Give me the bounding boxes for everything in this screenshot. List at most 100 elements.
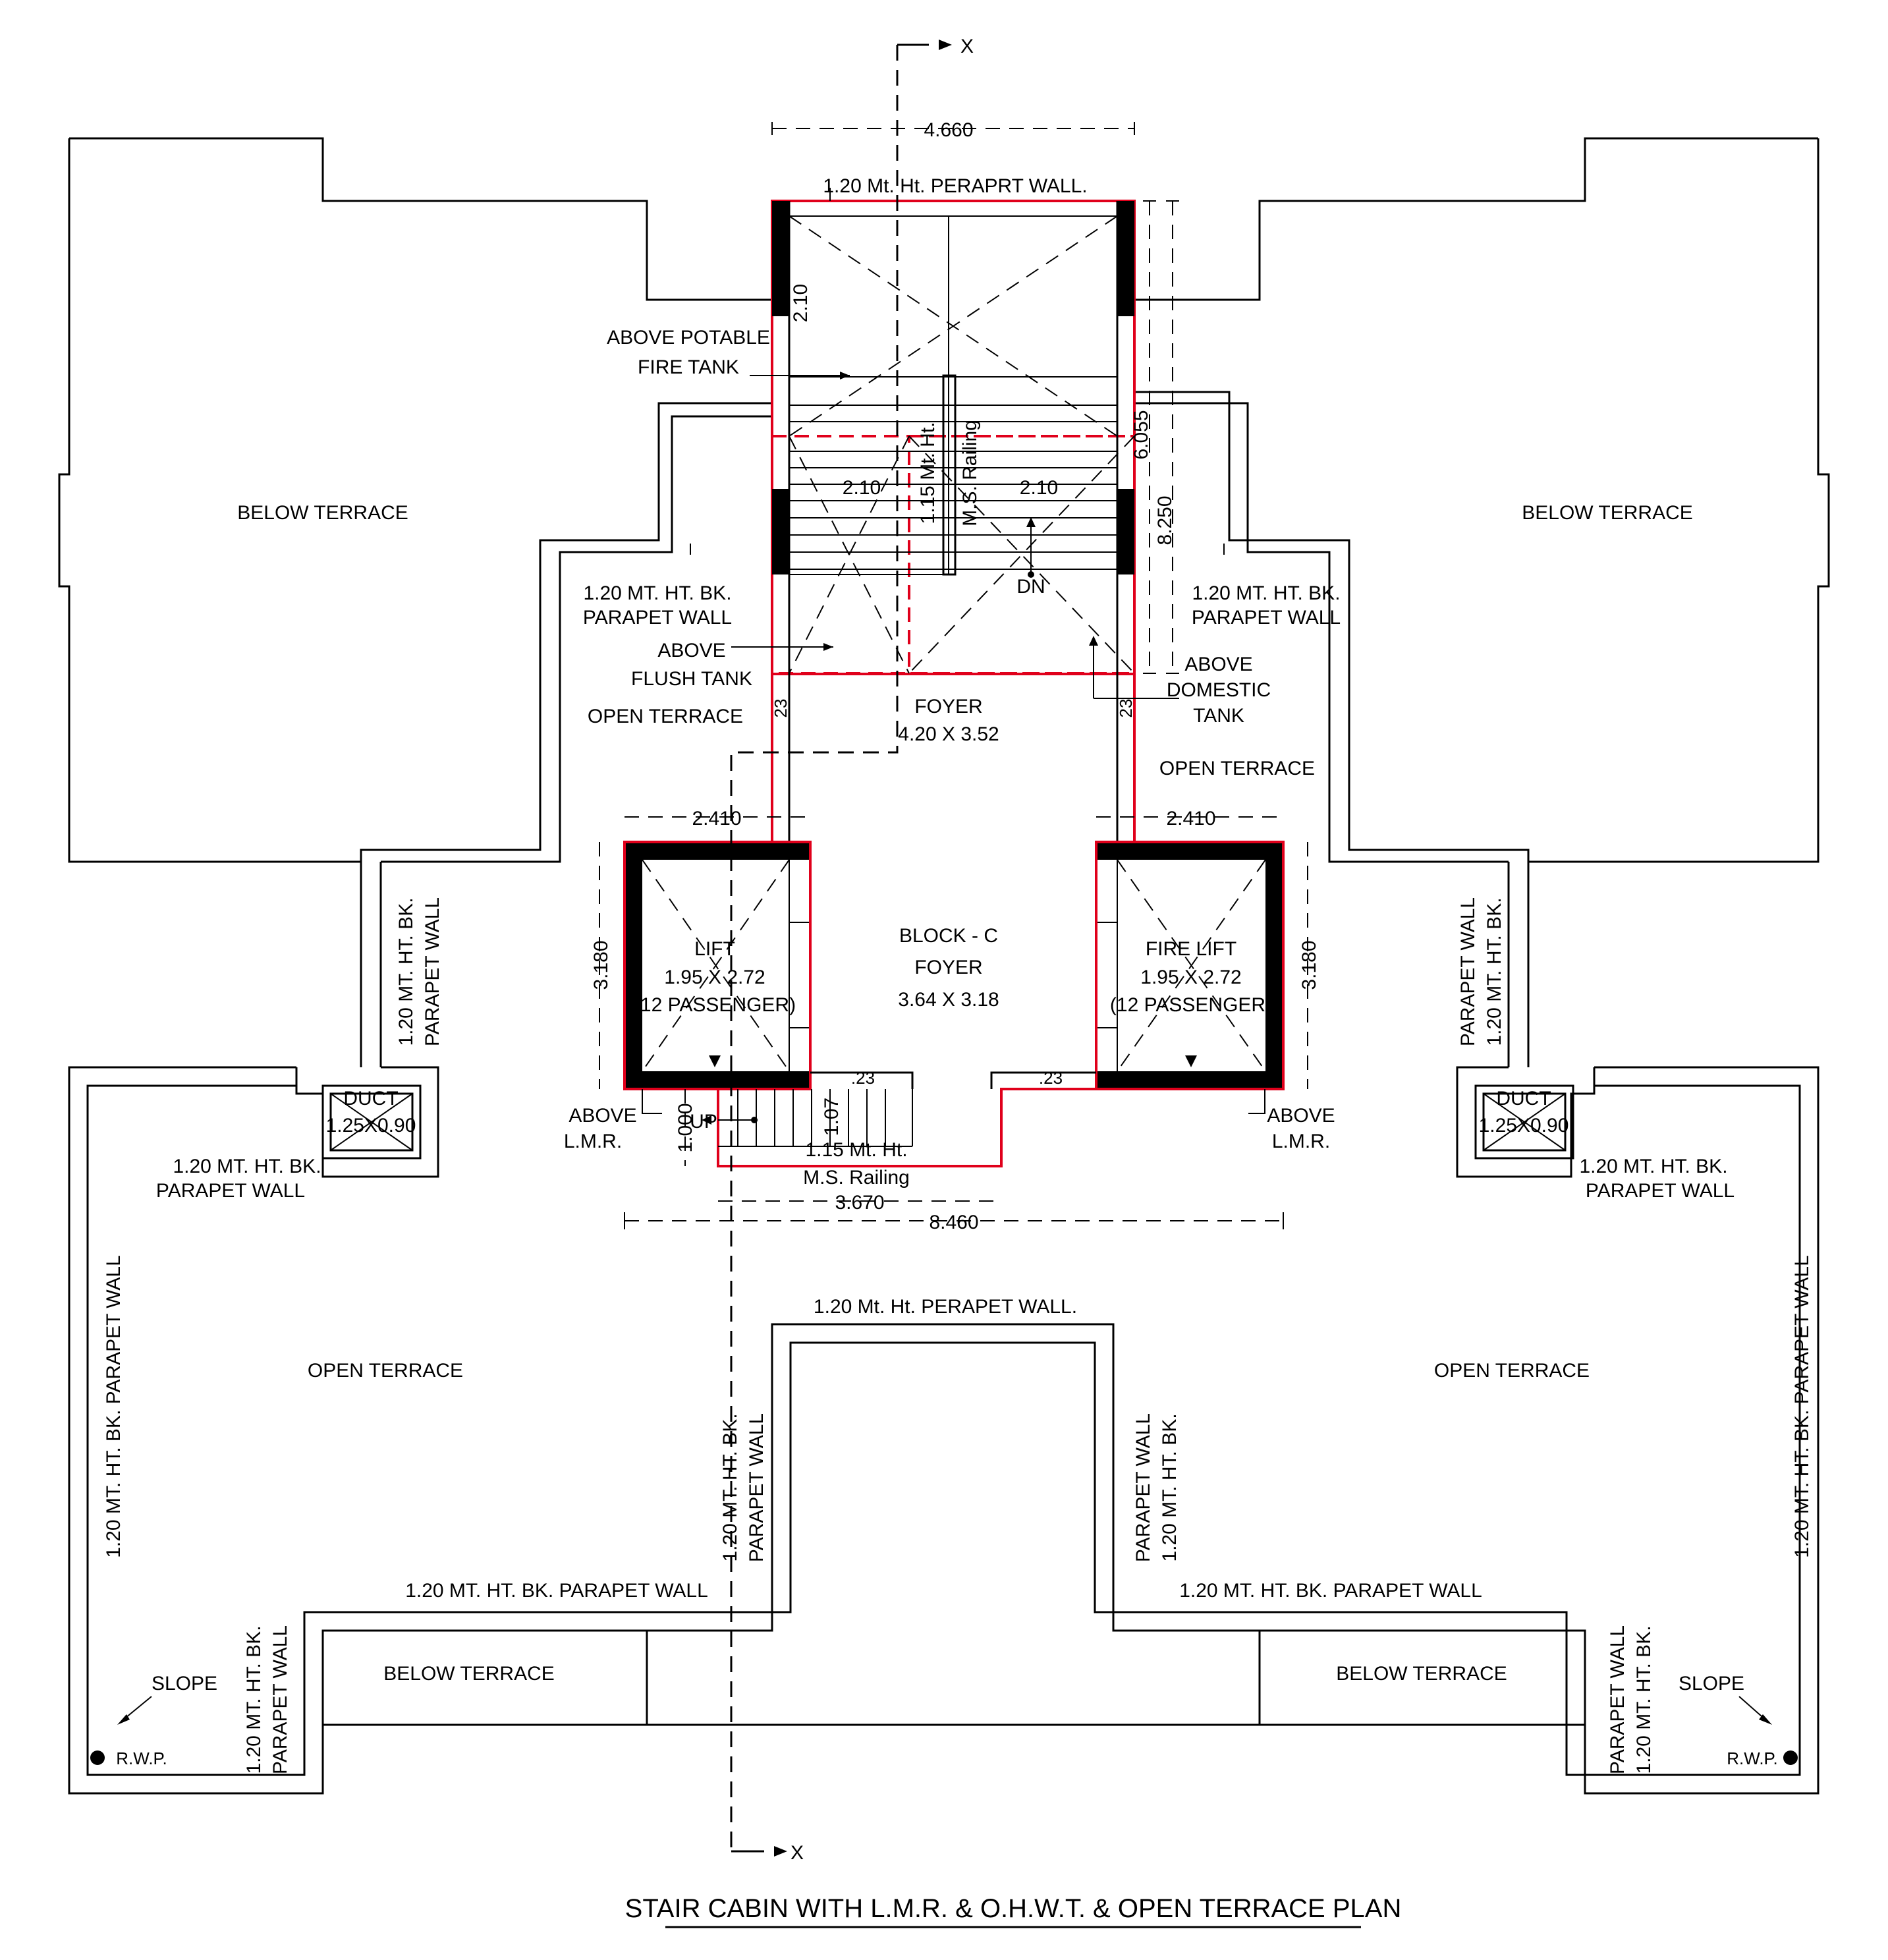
lmr-left-label-2: L.M.R. [564, 1131, 622, 1152]
potable-tank-label-1: ABOVE POTABLE [607, 327, 770, 349]
fire-lift-size: 1.95 X 2.72 [1140, 966, 1241, 988]
foyer-mid-size: 3.64 X 3.18 [898, 989, 999, 1011]
duct-left-label: DUCT [343, 1088, 398, 1109]
dim-3670: 3.670 [835, 1192, 884, 1214]
bk-parapet-lower-right: 1.20 MT. HT. BK. PARAPET WALL [1179, 1580, 1482, 1602]
bk-parapet-left-mid-1: 1.20 MT. HT. BK. [173, 1156, 321, 1177]
dim-23-lift-right: .23 [1039, 1068, 1063, 1088]
dim-107: 1.07 [821, 1098, 843, 1136]
right-upper-block [1134, 137, 1830, 1067]
foyer-walls [771, 674, 1136, 842]
rwp-right-dot [1783, 1750, 1798, 1765]
dim-210-vertical: 2.10 [790, 284, 812, 322]
below-terrace-upper-left: BELOW TERRACE [237, 502, 408, 524]
below-terrace-lower-left: BELOW TERRACE [383, 1663, 555, 1685]
dim-8460: 8.460 [929, 1212, 978, 1233]
lift-label: LIFT [694, 938, 735, 960]
left-duct [295, 1066, 439, 1178]
bk-parapet-left-vert-2: PARAPET WALL [422, 897, 443, 1046]
section-line [730, 40, 952, 1857]
dim-4660: 4.660 [924, 119, 973, 141]
lmr-left-label-1: ABOVE [569, 1105, 636, 1127]
bk-parapet-center-right-1: PARAPET WALL [1132, 1413, 1154, 1562]
bk-parapet-center-left-1: 1.20 MT. HT. BK. [719, 1413, 741, 1561]
bk-parapet-left-corner-1: 1.20 MT. HT. BK. [243, 1625, 265, 1774]
section-marker-top: X [960, 36, 974, 57]
bk-parapet-left-upper-1: 1.20 MT. HT. BK. [583, 582, 731, 604]
below-terrace-lower-right: BELOW TERRACE [1336, 1663, 1507, 1685]
lift-left [623, 841, 812, 1090]
bk-parapet-right-upper-1: 1.20 MT. HT. BK. [1192, 582, 1340, 604]
dim-23-left: 23 [771, 699, 791, 718]
dim-1000: 1.000 [675, 1103, 696, 1152]
section-marker-bottom: X [791, 1842, 804, 1864]
fire-lift-capacity: (12 PASSENGER) [1110, 994, 1272, 1016]
labels: BELOW TERRACE BELOW TERRACE BELOW TERRAC… [103, 36, 1813, 1864]
dim-210-right: 2.10 [1020, 477, 1058, 499]
bk-parapet-right-mid-2: PARAPET WALL [1586, 1180, 1735, 1202]
dim-23-lift-left: .23 [851, 1068, 875, 1088]
dim-6055: 6.055 [1130, 410, 1152, 459]
below-terrace-upper-right: BELOW TERRACE [1522, 502, 1693, 524]
bk-parapet-right-mid-1: 1.20 MT. HT. BK. [1579, 1156, 1727, 1177]
bk-parapet-right-corner-2: 1.20 MT. HT. BK. [1633, 1625, 1655, 1774]
bk-parapet-left-upper-2: PARAPET WALL [583, 607, 732, 629]
domestic-tank-label-2: DOMESTIC [1167, 679, 1271, 701]
bk-parapet-left-corner-2: PARAPET WALL [269, 1625, 291, 1774]
lower-railing-label-1: 1.15 Mt. Ht. [805, 1139, 907, 1161]
open-terrace-left-lower: OPEN TERRACE [308, 1360, 463, 1382]
bk-parapet-right-edge: 1.20 MT. HT. BK. PARAPET WALL [1791, 1255, 1813, 1558]
lift-right [1095, 841, 1285, 1090]
block-label: BLOCK - C [899, 925, 998, 947]
bk-parapet-lower-left: 1.20 MT. HT. BK. PARAPET WALL [405, 1580, 708, 1602]
dimension-lines [599, 122, 1308, 1229]
stair-railing-label-2: M.S. Railing [959, 420, 981, 526]
duct-right-size: 1.25X0.90 [1479, 1115, 1569, 1136]
open-terrace-left-upper: OPEN TERRACE [588, 706, 743, 727]
slope-left-label: SLOPE [152, 1673, 217, 1694]
potable-tank-label-2: FIRE TANK [638, 356, 739, 378]
foyer-top-label: FOYER [914, 696, 982, 717]
duct-right-label: DUCT [1496, 1088, 1551, 1109]
lmr-right-label-1: ABOVE [1267, 1105, 1335, 1127]
lift-capacity: (12 PASSENGER) [634, 994, 796, 1016]
stair-dn-label: DN [1016, 576, 1045, 598]
dimension-text: 4.660 2.10 2.10 2.10 6.055 8.250 23 23 2… [590, 119, 1320, 1233]
bk-parapet-left-edge: 1.20 MT. HT. BK. PARAPET WALL [103, 1255, 125, 1558]
domestic-tank-label-3: TANK [1193, 705, 1244, 727]
rwp-markers [90, 1696, 1798, 1765]
rwp-right-label: R.W.P. [1727, 1749, 1778, 1768]
leaders [642, 188, 1265, 1114]
lower-railing-label-2: M.S. Railing [803, 1167, 910, 1189]
slope-right-label: SLOPE [1679, 1673, 1744, 1694]
domestic-tank-label-1: ABOVE [1184, 654, 1252, 675]
dim-2410-right: 2.410 [1166, 808, 1215, 829]
drawing-title: STAIR CABIN WITH L.M.R. & O.H.W.T. & OPE… [625, 1894, 1402, 1928]
foyer-mid-label: FOYER [914, 957, 982, 978]
flush-tank-label-1: ABOVE [657, 640, 725, 661]
lift-size: 1.95 X 2.72 [664, 966, 765, 988]
bk-parapet-right-vert-1: PARAPET WALL [1457, 897, 1479, 1046]
parapet-top-label: 1.20 Mt. Ht. PERAPRT WALL. [823, 175, 1087, 197]
bk-parapet-right-corner-1: PARAPET WALL [1607, 1625, 1628, 1774]
bk-parapet-center-right-2: 1.20 MT. HT. BK. [1159, 1413, 1180, 1561]
flush-tank-label-2: FLUSH TANK [631, 668, 752, 690]
bk-parapet-left-mid-2: PARAPET WALL [156, 1180, 305, 1202]
bk-parapet-right-vert-2: 1.20 MT. HT. BK. [1484, 897, 1505, 1046]
parapet-bottom-label: 1.20 Mt. Ht. PERAPET WALL. [814, 1296, 1077, 1318]
lmr-right-label-2: L.M.R. [1272, 1131, 1330, 1152]
dim-8250: 8.250 [1154, 495, 1176, 545]
fire-lift-label: FIRE LIFT [1146, 938, 1236, 960]
stair-railing-label-1: 1.15 Mt. Ht. [917, 422, 939, 524]
bk-parapet-center-left-2: PARAPET WALL [746, 1413, 767, 1562]
dim-23-right: 23 [1116, 699, 1136, 718]
bk-parapet-right-upper-2: PARAPET WALL [1192, 607, 1341, 629]
open-terrace-right-upper: OPEN TERRACE [1159, 758, 1315, 779]
left-upper-block [58, 137, 772, 1067]
plan-title: STAIR CABIN WITH L.M.R. & O.H.W.T. & OPE… [625, 1894, 1402, 1923]
stair-up-label: UP [690, 1111, 717, 1133]
lower-terrace-outline [68, 1066, 1819, 1795]
dim-2410-left: 2.410 [692, 808, 741, 829]
rwp-left-dot [90, 1750, 105, 1765]
